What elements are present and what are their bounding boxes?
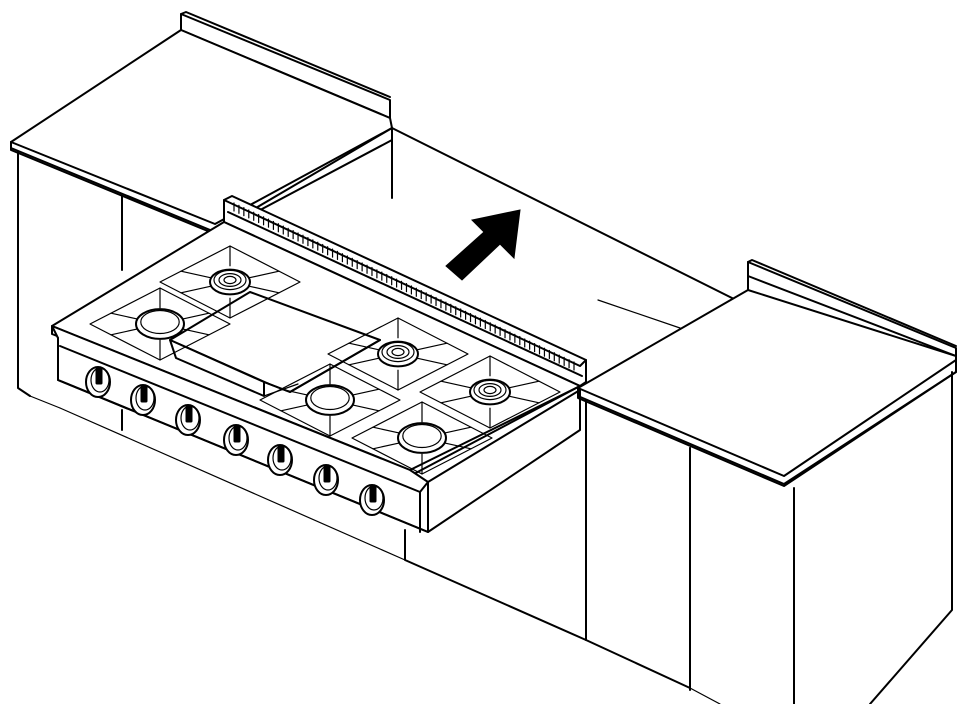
- control-knob: [85, 366, 111, 398]
- control-knob: [267, 444, 293, 476]
- burner: [327, 317, 469, 391]
- right-cabinet: [577, 259, 957, 704]
- control-knob: [359, 484, 385, 516]
- push-direction-arrow: [445, 209, 521, 281]
- center-base-cabinet: [59, 399, 587, 641]
- burners: [89, 245, 561, 475]
- control-knob: [175, 404, 201, 436]
- burner: [351, 401, 493, 475]
- vent-slots: [233, 202, 575, 371]
- burner: [259, 363, 401, 437]
- burner: [159, 245, 301, 319]
- control-knob: [313, 464, 339, 496]
- control-knobs: [85, 366, 385, 516]
- griddle: [169, 291, 381, 397]
- burner: [89, 287, 231, 361]
- control-knob: [130, 384, 156, 416]
- burner: [419, 355, 561, 429]
- rangetop: [51, 195, 587, 533]
- control-knob: [223, 424, 249, 456]
